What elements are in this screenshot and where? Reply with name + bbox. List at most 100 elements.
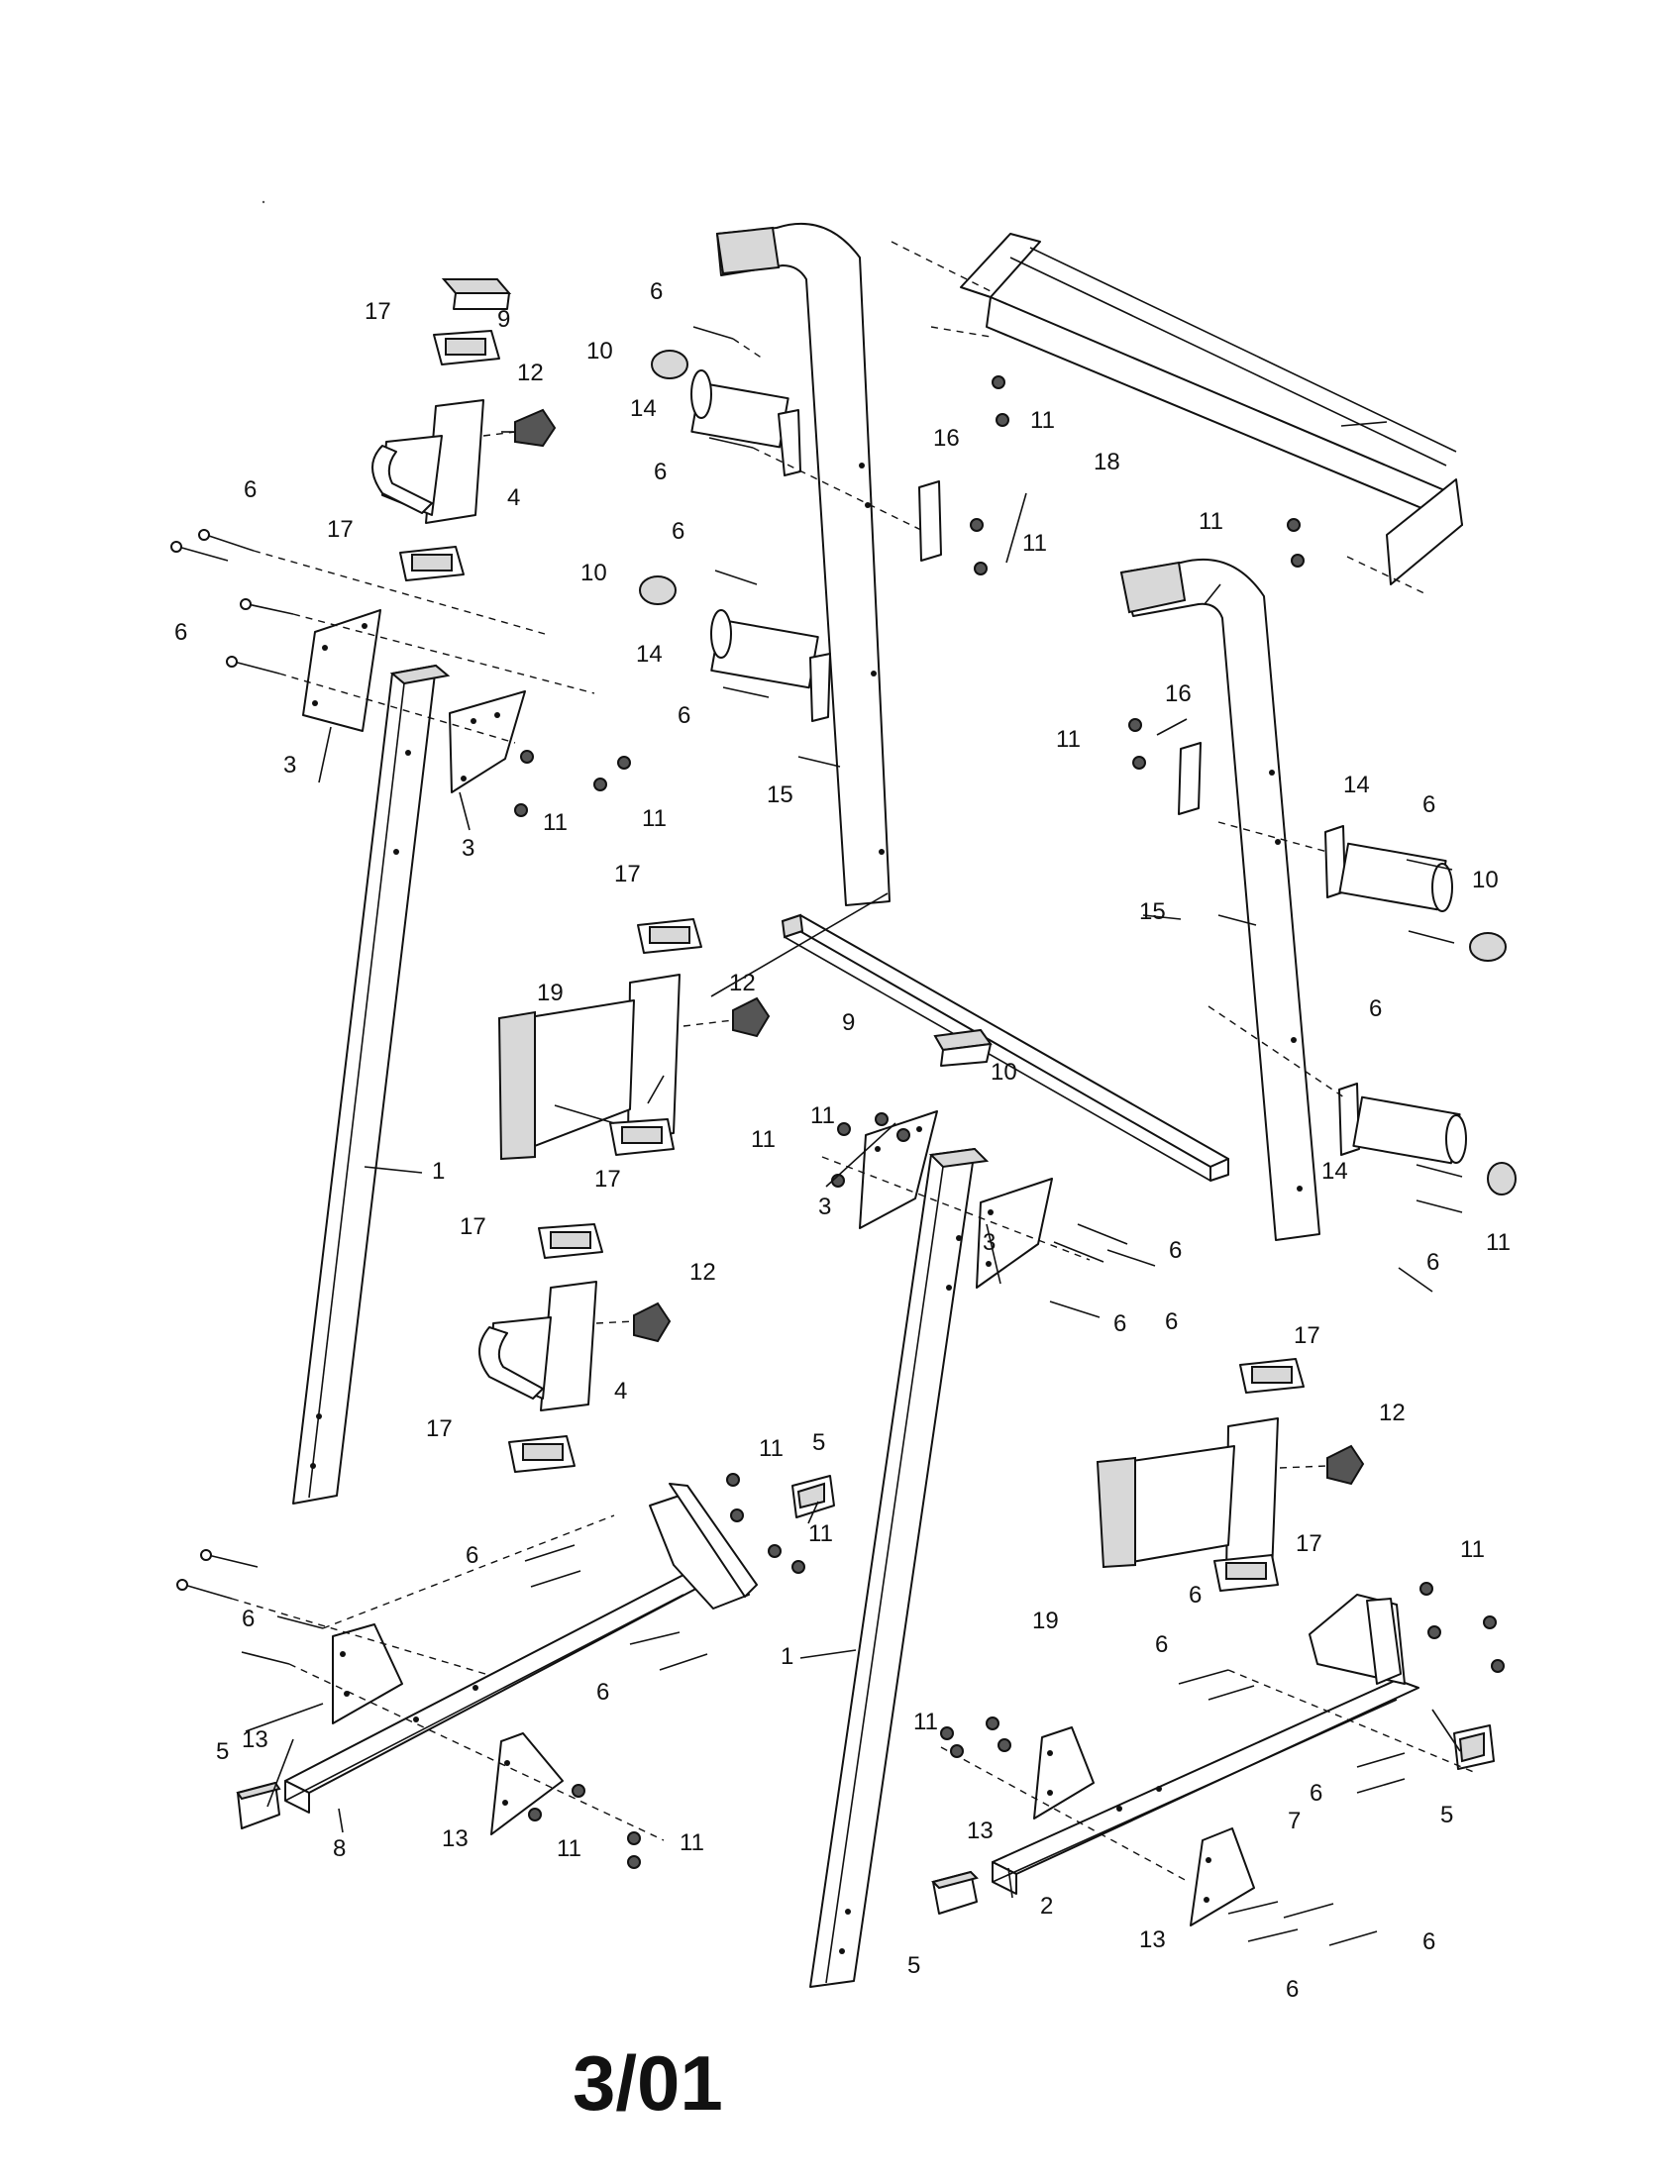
callout-label: 6 <box>1422 791 1435 818</box>
bushing-17-mid-c <box>538 1223 603 1259</box>
callout-label: 3 <box>462 835 474 862</box>
nuts-11-right-plate <box>1128 718 1146 770</box>
callout-label: 11 <box>680 1829 704 1856</box>
callout-label: 13 <box>967 1818 994 1844</box>
callout-label: 12 <box>1379 1400 1406 1426</box>
callout-label: 9 <box>842 1009 855 1036</box>
callout-label: 11 <box>557 1835 581 1862</box>
callout-label: 17 <box>327 516 354 543</box>
bushing-17-mid-a <box>637 918 702 954</box>
callout-label: 6 <box>1169 1237 1182 1264</box>
bushing-17-right-b <box>1213 1554 1279 1592</box>
callout-label: 19 <box>537 980 564 1006</box>
gusset-plate-13-left-c <box>649 1483 758 1610</box>
callout-label: 6 <box>1165 1308 1178 1335</box>
callout-label: 11 <box>759 1435 784 1462</box>
callout-label: 2 <box>1040 1893 1053 1920</box>
callout-label: 6 <box>1155 1631 1168 1658</box>
callout-label: 17 <box>426 1415 453 1442</box>
curved-upright-15-right <box>1119 558 1320 1241</box>
nuts-11-left-base <box>528 1473 805 1869</box>
footer-code: 3/01 <box>573 2039 723 2127</box>
callout-label: 11 <box>642 805 667 832</box>
callout-label: 11 <box>543 809 568 836</box>
callout-label: 11 <box>1056 726 1081 753</box>
arm-sleeve-14-upper-b <box>710 609 831 722</box>
end-cap-5-right-b <box>1453 1724 1495 1770</box>
callout-label: 12 <box>689 1259 716 1286</box>
callout-label: 6 <box>1369 995 1382 1022</box>
end-cap-5-right-a <box>931 1870 979 1915</box>
callout-label: 15 <box>767 781 793 808</box>
callout-label: 6 <box>1426 1249 1439 1276</box>
callout-label: 13 <box>1139 1926 1166 1953</box>
callout-label: 16 <box>1165 680 1192 707</box>
bolts-6-right-sleeves <box>1208 821 1463 1213</box>
nuts-11-rack <box>992 375 1305 568</box>
callout-label: 10 <box>1472 867 1499 893</box>
callout-label: 6 <box>596 1679 609 1706</box>
bushing-17-right-a <box>1239 1358 1305 1394</box>
callout-label: 1 <box>432 1158 445 1185</box>
callout-label: 14 <box>636 641 663 668</box>
curved-upright-15-left <box>715 222 891 906</box>
callout-label: 17 <box>365 298 391 325</box>
callout-label: 8 <box>333 1835 346 1862</box>
callout-label: 5 <box>907 1952 920 1979</box>
knob-12-mid-a <box>682 996 771 1038</box>
knob-12-mid-b <box>595 1301 672 1343</box>
callout-label: 3 <box>983 1229 996 1256</box>
nuts-11-center <box>831 1112 910 1188</box>
bushing-17-mid-left <box>399 546 465 581</box>
left-upright-tube <box>292 664 451 1505</box>
center-upright-tube <box>809 1147 990 1988</box>
plate-16-right <box>1178 742 1202 815</box>
nuts-11-left-plate <box>514 750 631 817</box>
arm-bracket-19-left <box>497 974 681 1161</box>
gusset-plate-13-right-c <box>1309 1594 1406 1685</box>
callout-label: 11 <box>751 1126 776 1153</box>
callout-label: 11 <box>1486 1229 1511 1256</box>
callout-label: 16 <box>933 425 960 452</box>
callout-label: 14 <box>1321 1158 1348 1185</box>
hook-bracket-4-lower <box>478 1281 597 1411</box>
callout-label: 14 <box>1343 772 1370 798</box>
callout-labels: 1 1 2 3 3 3 3 4 4 5 5 5 5 6 6 6 6 6 6 6 … <box>174 278 1511 2003</box>
callout-label: 6 <box>1286 1976 1299 2003</box>
callout-label: 6 <box>654 459 667 485</box>
mount-plate-3-left-a <box>302 609 381 732</box>
callout-label: 6 <box>1189 1582 1202 1609</box>
end-cap-10-right-a <box>1469 932 1507 962</box>
end-cap-10-right-b <box>1487 1162 1517 1196</box>
bolts-6-center <box>821 1156 1156 1318</box>
nuts-11-upper <box>970 518 988 575</box>
nuts-11-right-base <box>940 1582 1505 1758</box>
knob-12-right <box>1279 1444 1365 1486</box>
callout-label: 6 <box>1422 1928 1435 1955</box>
callout-label: 19 <box>1032 1608 1059 1634</box>
callout-label: 17 <box>1296 1530 1322 1557</box>
gusset-plate-13-left-b <box>490 1732 564 1835</box>
bolts-6-right-base <box>940 1669 1477 1946</box>
mount-plate-3-left-b <box>449 690 526 793</box>
callout-label: 12 <box>517 360 544 386</box>
bolts-6-upper-sleeves <box>692 326 932 698</box>
cross-bar-8 <box>781 913 1229 1182</box>
print-speck <box>262 200 265 204</box>
callout-label: 6 <box>174 619 187 646</box>
knob-12-upper-left <box>482 408 557 448</box>
callout-label: 11 <box>1199 508 1223 535</box>
callout-label: 15 <box>1139 898 1166 925</box>
bushing-17-mid-d <box>508 1435 576 1473</box>
end-cap-9-top-left <box>441 278 512 310</box>
callout-label: 11 <box>913 1709 938 1735</box>
callout-label: 10 <box>991 1059 1017 1086</box>
end-cap-10-upper-b <box>639 575 677 605</box>
callout-label: 6 <box>244 476 257 503</box>
callout-label: 6 <box>650 278 663 305</box>
gusset-plate-13-right-a <box>1033 1726 1095 1820</box>
arm-sleeve-14-right-a <box>1324 825 1453 912</box>
bolts-6-left-plate <box>170 529 595 744</box>
